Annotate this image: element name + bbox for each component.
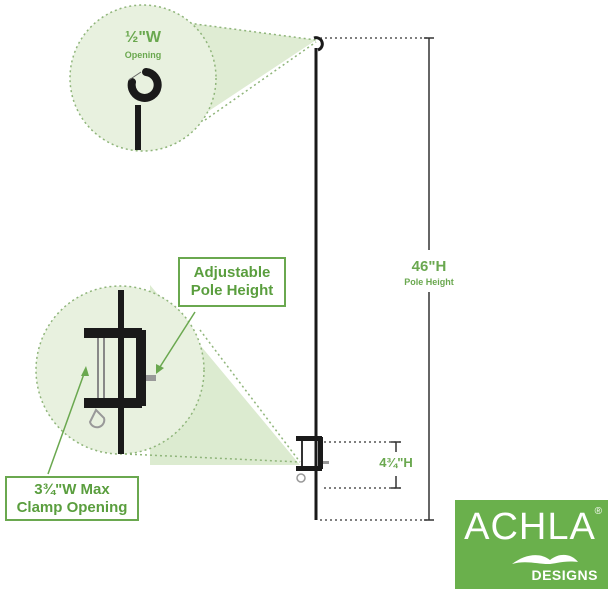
adjustable-line2: Pole Height bbox=[190, 282, 274, 299]
clamp-opening-line1: 3¾"W Max bbox=[34, 480, 110, 498]
logo-sub: DESIGNS bbox=[531, 567, 598, 583]
top-callout-circle bbox=[69, 4, 217, 152]
clamp-height-measure: 4¾"H bbox=[379, 455, 413, 470]
opening-caption: Opening bbox=[124, 50, 162, 60]
clamp-opening-line2: Clamp Opening bbox=[16, 498, 128, 516]
dimension-clamp-height bbox=[324, 441, 401, 489]
clamp-opening-label: 3¾"W Max Clamp Opening bbox=[5, 476, 139, 521]
pole-height-caption: Pole Height bbox=[404, 277, 454, 287]
dimension-46h bbox=[320, 37, 434, 521]
clamp-closeup-icon bbox=[84, 290, 156, 454]
arrow-adjustable bbox=[157, 311, 196, 371]
opening-measure: ½"W bbox=[124, 29, 162, 46]
adjustable-pole-height-label: Adjustable Pole Height bbox=[178, 257, 286, 307]
pole-height-measure: 46"H bbox=[411, 258, 447, 275]
pole-icon bbox=[296, 36, 329, 520]
logo-brand: ACHLA bbox=[464, 506, 596, 548]
adjustable-line1: Adjustable bbox=[193, 264, 271, 281]
arrow-clamp-opening bbox=[47, 370, 86, 475]
achla-designs-logo: ACHLA ® DESIGNS bbox=[455, 500, 608, 589]
registered-mark: ® bbox=[594, 506, 602, 517]
ring-closeup-icon bbox=[127, 68, 162, 150]
logo-swoosh-icon bbox=[512, 554, 578, 564]
